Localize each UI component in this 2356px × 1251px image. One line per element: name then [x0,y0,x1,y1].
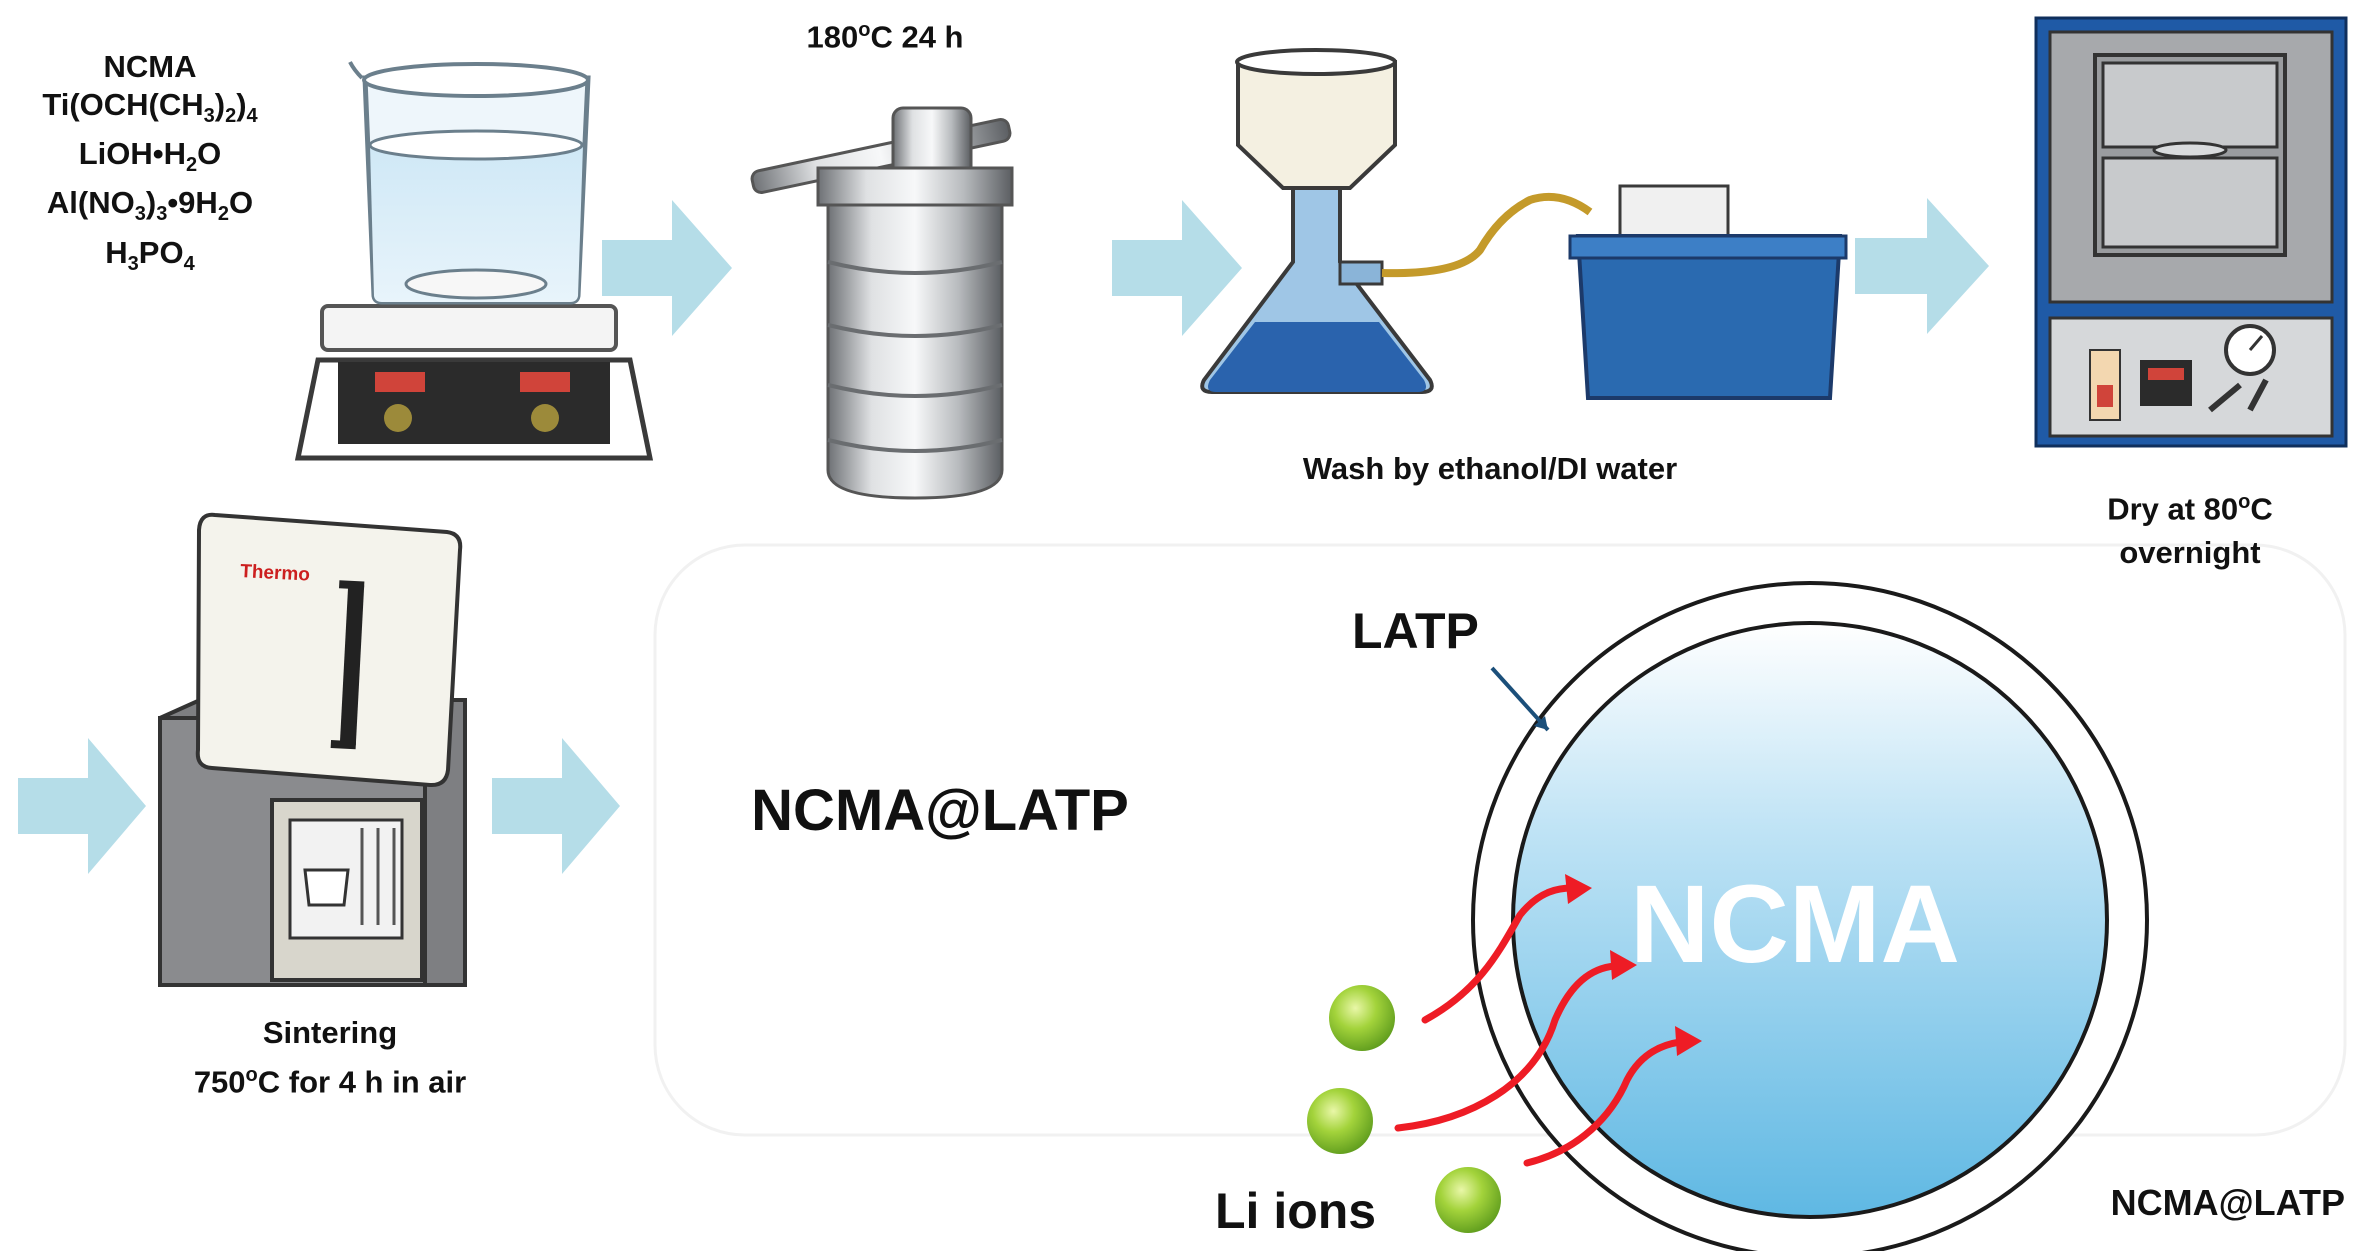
particle-schematic: NCMA [1307,581,2149,1251]
li-ion [1435,1167,1501,1233]
reagent-ncma: NCMA [103,49,197,84]
dry-label: Dry at 80oC overnight [2107,491,2273,571]
li-ion [1307,1088,1373,1154]
reagent-phosphoric-acid: H3PO4 [105,234,195,275]
autoclave [750,106,1014,500]
product-panel [653,543,2347,1137]
beaker-hotplate [294,61,654,461]
autoclave-label: 180oC 24 h [806,19,964,55]
reagent-titanium-isopropoxide: Ti(OCH(CH3)2)4 [42,87,258,128]
li-ions-label: Li ions [1215,1183,1377,1239]
latp-label: LATP [1352,603,1479,659]
filtration-setup [1200,48,1848,400]
drying-oven [2034,16,2348,448]
ion-arrow-2 [1394,962,1619,1132]
ion-arrows [1394,884,1684,1167]
latp-pointer [1490,666,1550,732]
flow-arrow-3 [1855,198,1989,334]
furnace-brand-label: Thermo [240,561,311,586]
sinter-label: Sintering 750oC for 4 h in air [193,1015,467,1100]
flow-arrow-1 [602,200,732,336]
reagent-lithium-hydroxide: LiOH•H2O [78,136,222,177]
ion-arrow-3 [1523,1038,1684,1167]
li-ion [1329,985,1395,1051]
reagent-aluminium-nitrate: Al(NO3)3•9H2O [46,185,254,226]
li-ions [1307,985,1501,1233]
furnace: Thermo [158,512,467,987]
flow-arrow-5 [492,738,620,874]
ion-arrowheads [1565,874,1702,1056]
ncma-core [1511,621,2109,1219]
core-label: NCMA [1630,863,1960,986]
flow-arrow-2 [1112,200,1242,336]
wash-label: Wash by ethanol/DI water [1302,451,1678,486]
flow-arrow-4 [18,738,146,874]
flow-arrows [18,198,1989,874]
ion-arrow-1 [1421,884,1576,1024]
product-title: NCMA@LATP [751,778,1129,843]
corner-product-label: NCMA@LATP [2110,1182,2345,1223]
reagents-list: NCMA Ti(OCH(CH3)2)4 LiOH•H2O Al(NO3)3•9H… [20,48,280,283]
